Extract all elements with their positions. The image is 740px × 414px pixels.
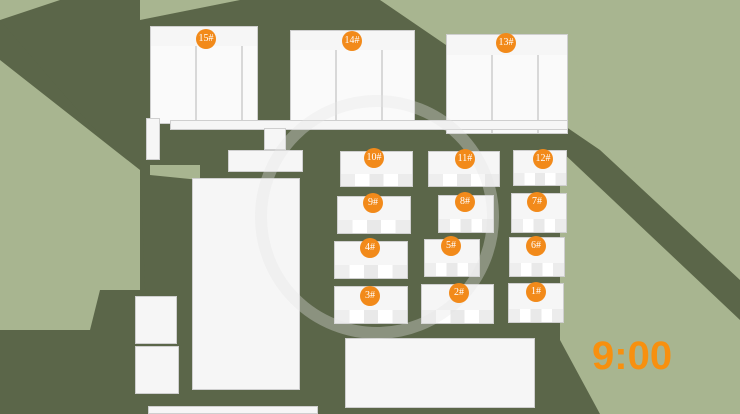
small-structure bbox=[146, 118, 160, 160]
building-label-1[interactable]: 1# bbox=[526, 282, 546, 302]
building-label-3[interactable]: 3# bbox=[360, 286, 380, 306]
building-label-2[interactable]: 2# bbox=[449, 283, 469, 303]
building-label-5[interactable]: 5# bbox=[441, 236, 461, 256]
large-podium bbox=[192, 178, 300, 390]
building-label-14[interactable]: 14# bbox=[342, 31, 362, 51]
small-structure bbox=[135, 296, 177, 344]
building-label-4[interactable]: 4# bbox=[360, 238, 380, 258]
building-label-8[interactable]: 8# bbox=[455, 192, 475, 212]
small-structure bbox=[264, 128, 286, 150]
building-1 bbox=[508, 283, 564, 323]
podium-strip bbox=[170, 120, 568, 130]
large-podium-south bbox=[345, 338, 535, 408]
building-label-13[interactable]: 13# bbox=[496, 33, 516, 53]
small-structure bbox=[135, 346, 179, 394]
building-label-9[interactable]: 9# bbox=[363, 193, 383, 213]
building-4 bbox=[334, 241, 408, 279]
time-of-day-label: 9:00 bbox=[592, 334, 673, 378]
building-label-10[interactable]: 10# bbox=[364, 148, 384, 168]
building-label-11[interactable]: 11# bbox=[455, 149, 475, 169]
small-structure bbox=[228, 150, 303, 172]
small-structure bbox=[148, 406, 318, 414]
building-label-6[interactable]: 6# bbox=[526, 236, 546, 256]
building-label-7[interactable]: 7# bbox=[527, 192, 547, 212]
building-label-12[interactable]: 12# bbox=[533, 149, 553, 169]
building-label-15[interactable]: 15# bbox=[196, 29, 216, 49]
